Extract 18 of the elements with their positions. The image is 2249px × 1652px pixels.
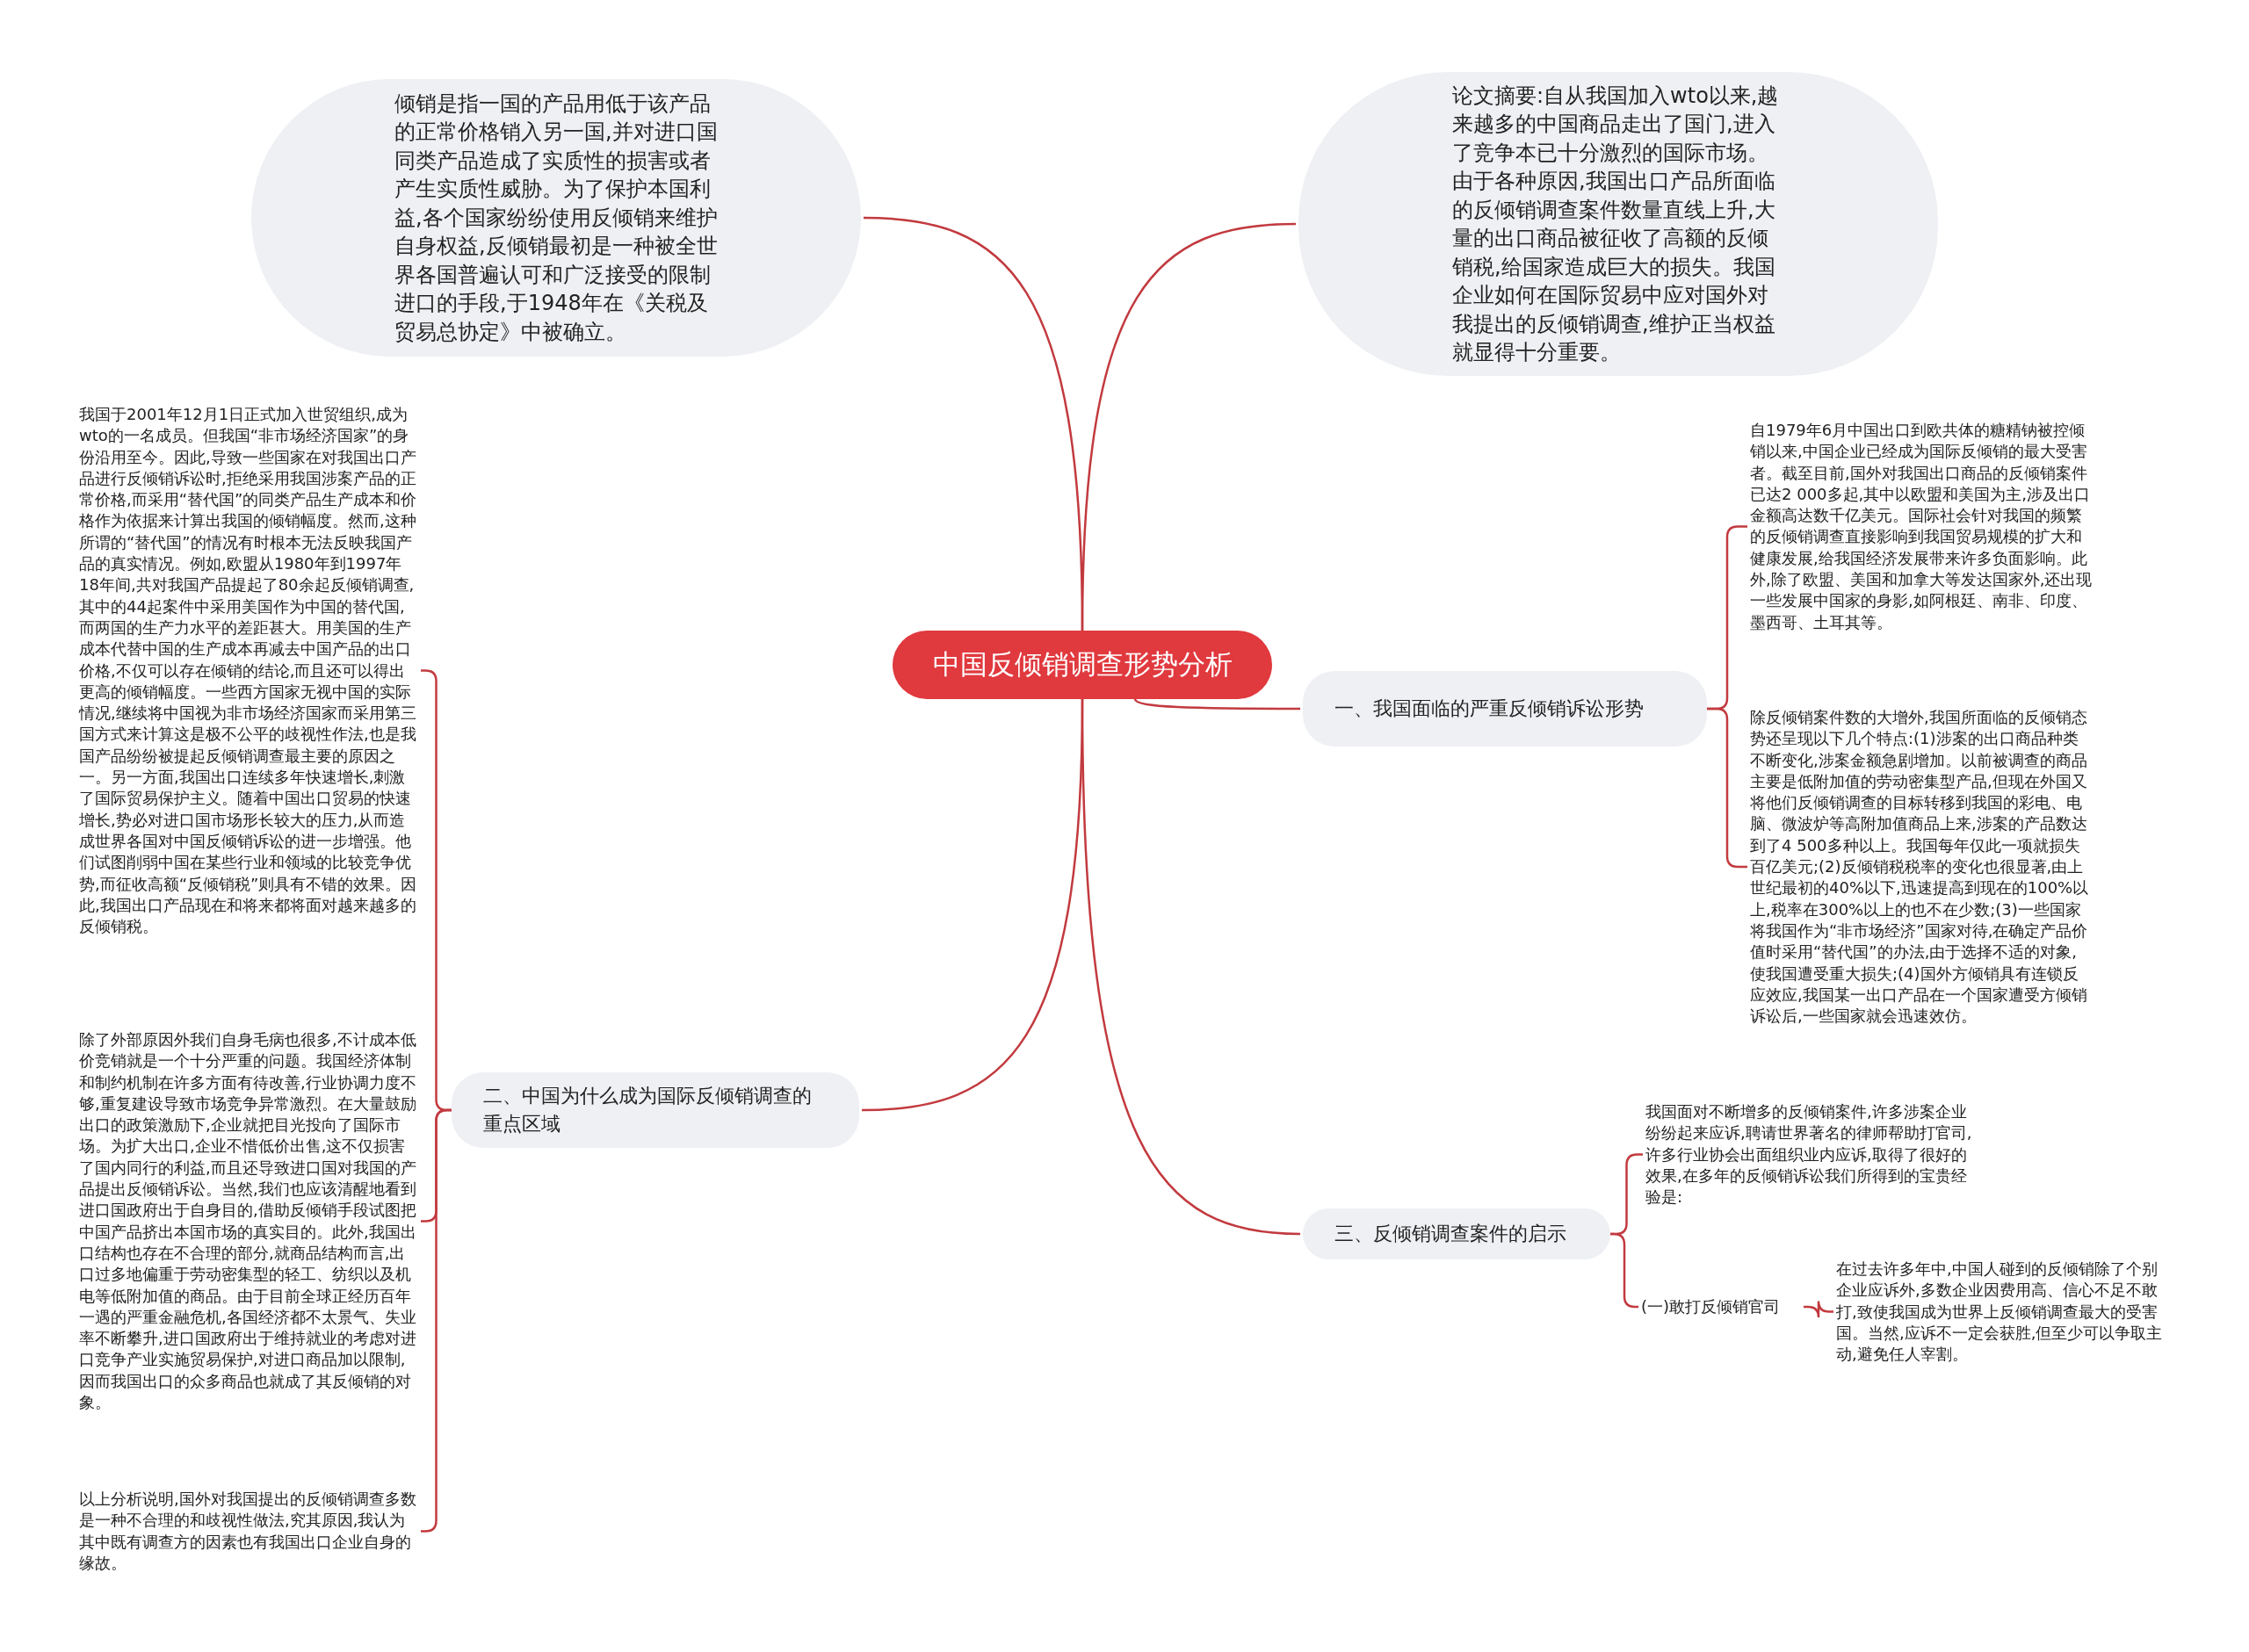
note-text: 在过去许多年中,中国人碰到的反倾销除了个别企业应诉外,多数企业因费用高、信心不足不敢打,致使我国成为世界上反倾销调查最大的受害国。当然,应诉不一定会获胜,但至少可以争取主动,避免任人宰割。 [1836,1259,2170,1366]
paragraph-text: 倾销是指一国的产品用低于该产品的正常价格销入另一国,并对进口国同类产品造成了实质性的损害或者产生实质性威胁。为了保护本国利益,各个国家纷纷使用反倾销来维护自身权益,反倾销最初是一种被全世界各国普遍认可和广泛接受的限制进口的手段,于1948年在《关税及贸易总协定》中被确立。 [394,90,718,346]
note-text: 我国于2001年12月1日正式加入世贸组织,成为wto的一名成员。但我国“非市场经济国家”的身份沿用至今。因此,导致一些国家在对我国出口产品进行反倾销诉讼时,拒绝采用我国涉案产品的正常价格,而采用“替代国”的同类产品生产成本和价格作为依据来计算出我国的倾销幅度。然而,这种所谓的“替代国”的情况有时根本无法反映我国产品的真实情况。例如,欧盟从1980年到1997年18年间,共对我国产品提起了80余起反倾销调查,其中的44起案件中采用美国作为中国的替代国,而两国的生产力水平的差距甚大。用美国的生产成本代替中国的生产成本再减去中国产品的出口价格,不仅可以存在倾销的结论,而且还可以得出更高的倾销幅度。一些西方国家无视中国的实际情况,继续将中国视为非市场经济国家而采用第三国方式来计算这是极不公平的歧视性作法,也是我国产品纷纷被提起反倾销调查最主要的原因之一。另一方面,我国出口连续多年快速增长,刺激了国际贸易保护主义。随着中国出口贸易的快速增长,势必对进口国市场形长较大的压力,从而造成世界各国对中国反倾销诉讼的进一步增强。他们试图削弱中国在某些行业和领域的比较竞争优势,而征收高额“反倾销税”则具有不错的效果。因此,我国出口产品现在和将来都将面对越来越多的反倾销税。 [79,404,418,938]
note-text: 除了外部原因外我们自身毛病也很多,不计成本低价竞销就是一个十分严重的问题。我国经济体制和制约机制在许多方面有待改善,行业协调力度不够,重复建设导致市场竞争异常激烈。在大量鼓励出口的政策激励下,企业就把目光投向了国际市场。为扩大出口,企业不惜低价出售,这不仅损害了国内同行的利益,而且还导致进口国对我国的产品提出反倾销诉讼。当然,我们也应该清醒地看到进口国政府出于自身目的,借助反倾销手段试图把中国产品挤出本国市场的真实目的。此外,我国出口结构也存在不合理的部分,就商品结构而言,出口过多地偏重于劳动密集型的轻工、纺织以及机电等低附加值的商品。由于目前全球正经历百年一遇的严重金融危机,各国经济都不太景气、失业率不断攀升,进口国政府出于维持就业的考虑对进口竞争产业实施贸易保护,对进口商品加以限制,因而我国出口的众多商品也就成了其反倾销的对象。 [79,1029,418,1414]
connector-line [1081,699,1301,1236]
paragraph-text: 论文摘要:自从我国加入wto以来,越来越多的中国商品走出了国门,进入了竞争本已十分激烈的国际市场。由于各种原因,我国出口产品所面临的反倾销调查案件数量直线上升,大量的出口商品被征收了高额的反倾销税,给国家造成巨大的损失。我国企业如何在国际贸易中应对国外对我提出的反倾销调查,维护正当权益就显得十分重要。 [1452,82,1780,366]
topic-box: 一、我国面临的严重反倾销诉讼形势 [1303,671,1707,747]
note-text: 自1979年6月中国出口到欧共体的糖精钠被控倾销以来,中国企业已经成为国际反倾销的最大受害者。截至目前,国外对我国出口商品的反倾销案件已达2 000多起,其中以欧盟和美国为主,涉及出口金额高达数千亿美元。国际社会针对我国的频繁的反倾销调查直接影响到我国贸易规模的扩大和健康发展,给我国经济发展带来许多负面影响。此外,除了欧盟、美国和加拿大等发达国家外,还出现一些发展中国家的身影,如阿根廷、南非、印度、墨西哥、土耳其等。 [1750,420,2093,633]
note-text: (一)敢打反倾销官司 [1641,1296,1804,1318]
connector-line [1804,1300,1833,1319]
note-text: 我国面对不断增多的反倾销案件,许多涉案企业纷纷起来应诉,聘请世界著名的律师帮助打官司,许多行业协会出面组织业内应诉,取得了很好的效果,在多年的反倾销诉讼我们所得到的宝贵经验是: [1645,1101,1979,1208]
note-text: 除反倾销案件数的大增外,我国所面临的反倾销态势还呈现以下几个特点:(1)涉案的出口商品种类不断变化,涉案金额急剧增加。以前被调查的商品主要是低附加值的劳动密集型产品,但现在外国又将他们反倾销调查的目标转移到我国的彩电、电脑、微波炉等高附加值商品上来,涉案的产品数达到了4 500多种以上。我国每年仅此一项就损失百亿美元;(2)反倾销税税率的变化也很显著,由上世纪最初的40%以下,迅速提高到现在的100%以上,税率在300%以上的也不在少数;(3)一些国家将我国作为“非市场经济”国家对待,在确定产品价值时采用“替代国”的办法,由于选择不适的对象,使我国遭受重大损失;(4)国外方倾销具有连锁反应效应,我国某一出口产品在一个国家遭受方倾销诉讼后,一些国家就会迅速效仿。 [1750,707,2093,1028]
topic-box: 三、反倾销调查案件的启示 [1303,1208,1610,1259]
note-text: 以上分析说明,国外对我国提出的反倾销调查多数是一种不合理的和歧视性做法,究其原因,我认为其中既有调查方的因素也有我国出口企业自身的缘故。 [79,1489,418,1575]
connector-line [1134,698,1300,711]
connector-line [1081,222,1297,631]
central-topic: 中国反倾销调查形势分析 [893,631,1272,699]
topic-box: 二、中国为什么成为国际反倾销调查的重点区域 [452,1072,859,1148]
